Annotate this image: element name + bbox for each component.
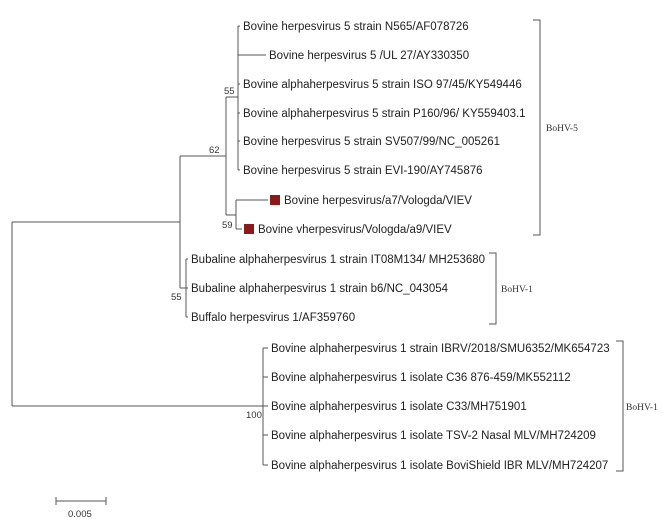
clade-label: BoHV-1 bbox=[501, 285, 533, 295]
bootstrap-value: 55 bbox=[224, 86, 235, 97]
leaf-label: Buffalo herpesvirus 1/AF359760 bbox=[191, 312, 355, 324]
leaf-label: Bovine alphaherpesvirus 1 isolate C36 87… bbox=[271, 372, 571, 384]
leaf-labels: Bovine herpesvirus 5 strain N565/AF07872… bbox=[191, 21, 610, 472]
bootstrap-value: 59 bbox=[222, 220, 233, 231]
marker-square-icon bbox=[270, 195, 280, 205]
clade-brackets: BoHV-5 BoHV-1 BoHV-1 bbox=[489, 19, 658, 472]
leaf-label: Bovine alphaherpesvirus 1 isolate TSV-2 … bbox=[271, 430, 596, 442]
tree-branches bbox=[11, 25, 268, 466]
bootstrap-values: 55 62 59 55 100 bbox=[171, 86, 262, 421]
leaf-label: Bovine alphaherpesvirus 5 strain ISO 97/… bbox=[243, 79, 522, 91]
leaf-label: Bovine alphaherpesvirus 1 isolate C33/MH… bbox=[271, 401, 527, 413]
leaf-label: Bovine alphaherpesvirus 5 strain P160/96… bbox=[243, 108, 526, 120]
bootstrap-value: 55 bbox=[171, 292, 182, 303]
scale-bar: 0.005 bbox=[55, 497, 107, 520]
clade-bracket-buffalo bbox=[489, 252, 497, 325]
leaf-label: Bubaline alphaherpesvirus 1 strain IT08M… bbox=[191, 254, 485, 266]
leaf-label: Bovine herpesvirus 5 /UL 27/AY330350 bbox=[269, 50, 469, 62]
leaf-label: Bovine herpesvirus 5 strain EVI-190/AY74… bbox=[243, 165, 483, 177]
clade-bracket-bhv1 bbox=[616, 340, 624, 472]
leaf-label: Bovine vherpesvirus/Vologda/a9/VIEV bbox=[258, 224, 452, 236]
leaf-label: Bovine herpesvirus/a7/Vologda/VIEV bbox=[284, 195, 472, 207]
leaf-label: Bovine herpesvirus 5 strain SV507/99/NC_… bbox=[243, 136, 500, 148]
marker-square-icon bbox=[244, 224, 254, 234]
leaf-label: Bovine herpesvirus 5 strain N565/AF07872… bbox=[243, 21, 469, 33]
bootstrap-value: 62 bbox=[209, 145, 220, 156]
leaf-label: Bovine alphaherpesvirus 1 strain IBRV/20… bbox=[271, 343, 610, 355]
clade-label: BoHV-5 bbox=[546, 124, 578, 134]
clade-label: BoHV-1 bbox=[626, 403, 658, 413]
clade-bracket-bhv5 bbox=[533, 19, 541, 236]
bootstrap-value: 100 bbox=[246, 410, 262, 421]
leaf-label: Bovine alphaherpesvirus 1 isolate BoviSh… bbox=[271, 460, 608, 472]
leaf-label: Bubaline alphaherpesvirus 1 strain b6/NC… bbox=[191, 283, 449, 295]
scale-bar-label: 0.005 bbox=[68, 509, 92, 520]
